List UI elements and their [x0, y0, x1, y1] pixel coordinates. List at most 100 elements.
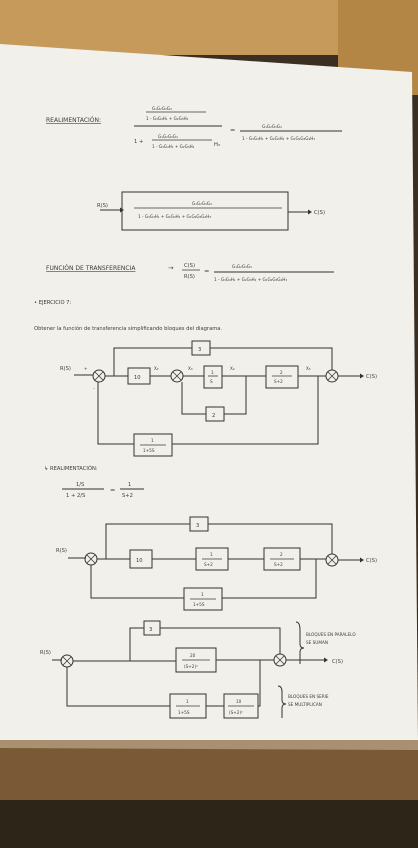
d1-outer-fb-den: 1+5S	[143, 448, 155, 453]
transfer-heading: FUNCIÓN DE TRANSFERENCIA	[46, 265, 136, 272]
d3-g-den: (S+2)²	[184, 664, 198, 669]
transfer-arrow: →	[168, 264, 174, 272]
d1-x4: X₄	[230, 366, 235, 371]
d1-sum1-minus: -	[93, 386, 95, 391]
d3-sum1-x	[62, 656, 72, 666]
s2-rhs-num: 1	[128, 482, 131, 488]
d1-g2-num: 1	[211, 370, 214, 375]
s1-den-frac-num: G₁G₂G₃G₄	[158, 134, 178, 139]
wood-bottom-dark	[0, 800, 418, 848]
paper-sheet	[0, 44, 418, 740]
d2-fb-den: 1+5S	[193, 602, 205, 607]
d2-g2-den: S+2	[204, 562, 213, 567]
transfer-eq: =	[204, 267, 209, 275]
block1-out-arrowhead	[308, 209, 312, 215]
d2-fb-path	[90, 559, 317, 599]
d1-inner-fb-label: 2	[212, 413, 215, 419]
d2-g3-den: S+2	[274, 562, 283, 567]
d3-fb1-num: 1	[186, 699, 189, 704]
d1-inner-fb	[181, 376, 247, 415]
transfer-r: R(S)	[184, 274, 195, 280]
d1-outer-fb-num: 1	[151, 438, 154, 443]
d1-inner-fb-box	[205, 406, 225, 422]
diagram1: R(S) + - 10 X₂ X₃ 1 S X₄ 2 S+2 X₅ C(S)	[60, 340, 377, 457]
block1-box	[121, 191, 289, 231]
d1-g3-box	[265, 365, 299, 389]
d1-x3: X₃	[188, 366, 193, 371]
transfer-c: C(S)	[184, 263, 195, 269]
s2-den: 1 + 2/S	[66, 493, 85, 499]
diagram2: R(S) 10 1 S+2 2 S+2 C(S) 3 1 1+5S	[56, 516, 377, 611]
d1-sum2-x	[172, 371, 182, 381]
s1-rhs-den: 1 - G₃G₄H₁ + G₂G₃H₂ + G₁G₂G₃G₄H₃	[242, 136, 315, 141]
d3-fb2-num: 10	[236, 699, 242, 704]
d1-x5: X₅	[306, 366, 311, 371]
d3-g-num: 20	[190, 653, 196, 658]
d3-brace2	[277, 685, 287, 718]
block1-num: G₁G₂G₃G₄	[192, 201, 212, 206]
d2-g3-num: 2	[280, 552, 283, 557]
d1-g2-den: S	[210, 379, 213, 384]
d1-output: C(S)	[366, 374, 377, 380]
d2-sum1-x	[86, 554, 96, 564]
d3-top-path	[129, 627, 281, 661]
transfer-den: 1 - G₃G₄H₁ + G₂G₃H₂ + G₁G₂G₃G₄H₃	[214, 277, 287, 282]
d1-out-arrowhead	[360, 373, 364, 379]
s1-eq: =	[230, 126, 235, 134]
d1-x2: X₂	[154, 366, 159, 371]
d1-sum3-x	[327, 371, 337, 381]
d3-sum2-x	[275, 655, 285, 665]
d3-top: 3	[149, 627, 152, 633]
d1-top: 3	[198, 347, 201, 353]
d3-fb1-den: 1+5S	[178, 710, 190, 715]
d3-note1a: BLOQUES EN PARALELO	[306, 632, 356, 637]
d2-fb-num: 1	[201, 592, 204, 597]
s2-num: 1/S	[76, 482, 84, 488]
d3-fb2-den: (S+2)²	[229, 710, 243, 715]
d3-brace1	[295, 621, 305, 664]
d3-note1b: SE SUMAN	[306, 640, 328, 645]
d3-top-box	[143, 620, 161, 636]
d2-output: C(S)	[366, 558, 377, 564]
d2-top: 3	[196, 523, 199, 529]
transfer-num: G₁G₂G₃G₄	[232, 264, 252, 269]
diagram3: R(S) 20 (S+2)² C(S) 3 1 1+5S 10 (S+2)² B…	[40, 620, 356, 719]
d3-out-arrowhead	[324, 657, 328, 663]
paper-shadow	[0, 740, 418, 750]
s1-h3: H₃	[214, 142, 220, 148]
d2-fb-box	[183, 587, 223, 611]
d1-top-box	[191, 340, 211, 356]
s1-den-lead: 1 +	[134, 139, 143, 145]
section1-heading: REALIMENTACIÓN:	[46, 117, 101, 124]
d3-note2a: BLOQUES EN SERIE	[288, 694, 329, 699]
d3-output: C(S)	[332, 659, 343, 665]
s1-den-inner: 1 - G₃G₄H₁ + G₂G₃H₂	[146, 116, 189, 121]
s1-rhs-num: G₁G₂G₃G₄	[262, 124, 282, 129]
d1-top-path	[113, 347, 333, 376]
d3-fb1-box	[169, 693, 207, 719]
block1-output: C(S)	[314, 210, 325, 216]
d1-g1: 10	[134, 375, 141, 381]
d2-out-arrowhead	[360, 557, 364, 563]
d1-outer-fb	[97, 376, 319, 445]
d1-input: R(S)	[60, 366, 71, 372]
d2-top-box	[189, 516, 209, 532]
d2-top-path	[105, 523, 333, 559]
d1-sum1-plus: +	[84, 366, 88, 371]
block1-den: 1 - G₃G₄H₁ + G₂G₃H₂ + G₁G₂G₃G₄H₃	[138, 214, 211, 219]
d1-sum1-x	[94, 371, 104, 381]
s1-num-inner: G₁G₂G₃G₄	[152, 106, 172, 111]
s2-eq: =	[110, 486, 115, 494]
d3-fb2-box	[223, 693, 259, 719]
d1-g2-box	[203, 365, 223, 389]
s2-rhs-den: S+2	[122, 493, 133, 499]
block1-input: R(S)	[97, 203, 108, 209]
d1-g3-num: 2	[280, 370, 283, 375]
d2-input: R(S)	[56, 548, 67, 554]
d1-outer-fb-box	[133, 433, 173, 457]
d1-g3-den: S+2	[274, 379, 283, 384]
d3-note2b: SE MULTIPLICAN	[288, 702, 322, 707]
d2-g2-num: 1	[210, 552, 213, 557]
d3-input: R(S)	[40, 650, 51, 656]
